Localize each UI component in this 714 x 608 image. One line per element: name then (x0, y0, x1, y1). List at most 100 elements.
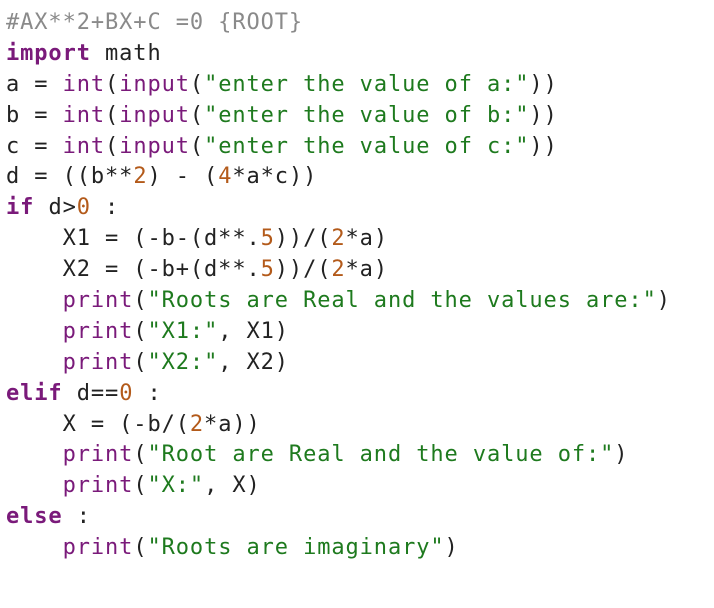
code-text-token: *a)) (204, 411, 261, 437)
comment-token: #AX**2+BX+C =0 {ROOT} (6, 10, 304, 35)
code-text-token: ( (189, 133, 205, 159)
code-text-token: *a) (345, 226, 388, 252)
string-token: "X:" (147, 473, 205, 499)
code-text-token: )) (529, 133, 558, 159)
code-text-token: d> (34, 195, 77, 221)
builtin-token: print (62, 318, 134, 344)
code-line: d = ((b**2) - (4*a*c)) (6, 162, 712, 193)
number-token: 2 (133, 164, 148, 190)
code-text-token: X2 = (-b+(d**. (6, 257, 261, 283)
code-text-token: math (90, 40, 162, 66)
code-text-token: b = (6, 102, 63, 128)
code-text-token: : (133, 380, 162, 406)
builtin-token: int (62, 102, 106, 128)
code-line: else : (6, 502, 712, 533)
code-line: if d>0 : (6, 193, 712, 224)
code-text-token (6, 473, 63, 498)
code-line: print("X:", X) (6, 471, 712, 502)
number-token: 5 (260, 257, 275, 283)
code-text-token: ( (133, 288, 148, 314)
keyword-token: if (6, 195, 35, 221)
code-text-token: , X1) (218, 318, 289, 344)
code-line: import math (6, 39, 712, 70)
code-line: print("X2:", X2) (6, 348, 712, 379)
builtin-token: print (62, 442, 134, 468)
code-line: X1 = (-b-(d**.5))/(2*a) (6, 224, 712, 255)
code-line: c = int(input("enter the value of c:")) (6, 132, 712, 163)
code-line: a = int(input("enter the value of a:")) (6, 70, 712, 101)
number-token: 2 (331, 226, 346, 252)
code-line: X = (-b/(2*a)) (6, 410, 712, 441)
code-text-token: d== (62, 380, 120, 406)
code-text-token: ( (133, 535, 148, 561)
code-text-token (6, 288, 63, 313)
string-token: "Roots are Real and the values are:" (147, 288, 657, 314)
code-text-token: ) (656, 288, 671, 314)
builtin-token: print (62, 535, 134, 561)
code-text-token: ( (133, 318, 148, 344)
string-token: "X1:" (147, 318, 219, 344)
builtin-token: input (119, 133, 190, 159)
code-text-token: , X2) (218, 349, 289, 375)
number-token: 4 (218, 164, 233, 190)
builtin-token: input (119, 71, 190, 97)
code-text-token: d = ((b** (6, 164, 134, 190)
string-token: "X2:" (147, 349, 219, 375)
keyword-token: else (6, 504, 63, 530)
code-text-token: X1 = (-b-(d**. (6, 226, 261, 252)
code-text-token: ( (105, 133, 120, 159)
code-text-token: ( (133, 442, 148, 468)
builtin-token: int (62, 71, 106, 97)
code-line: print("X1:", X1) (6, 317, 712, 348)
builtin-token: print (62, 288, 134, 314)
string-token: "enter the value of b:" (204, 102, 530, 128)
code-text-token: ) (614, 442, 629, 468)
code-text-token: ) - ( (147, 164, 219, 190)
number-token: 2 (189, 411, 205, 437)
code-text-token: ) (444, 535, 459, 561)
code-line: X2 = (-b+(d**.5))/(2*a) (6, 255, 712, 286)
string-token: "Roots are imaginary" (147, 535, 445, 561)
code-text-token (6, 442, 63, 467)
builtin-token: input (119, 102, 190, 128)
code-text-token: ( (105, 102, 120, 128)
number-token: 2 (331, 257, 346, 283)
builtin-token: print (62, 349, 134, 375)
code-text-token: , X) (204, 473, 261, 499)
number-token: 0 (76, 195, 91, 221)
code-text-token (6, 350, 63, 375)
code-line: print("Roots are Real and the values are… (6, 286, 712, 317)
number-token: 0 (119, 380, 134, 406)
code-text-token: ( (189, 102, 205, 128)
code-line: #AX**2+BX+C =0 {ROOT} (6, 8, 712, 39)
code-text-token: : (90, 195, 120, 221)
string-token: "enter the value of a:" (204, 71, 530, 97)
builtin-token: int (62, 133, 106, 159)
string-token: "enter the value of c:" (204, 133, 530, 159)
code-line: print("Roots are imaginary") (6, 533, 712, 564)
code-text-token (6, 535, 63, 560)
code-line: elif d==0 : (6, 379, 712, 410)
code-text-token: )) (529, 102, 558, 128)
code-text-token: ( (189, 71, 205, 97)
code-line: print("Root are Real and the value of:") (6, 440, 712, 471)
code-text-token: *a) (345, 257, 388, 283)
code-text-token: ))/( (274, 226, 332, 252)
string-token: "Root are Real and the value of:" (147, 442, 615, 468)
code-text-token (6, 319, 63, 344)
code-text-token: a = (6, 71, 63, 97)
code-text-token: ))/( (274, 257, 332, 283)
code-text-token: *a*c)) (232, 164, 318, 190)
code-text-token: : (62, 504, 91, 530)
code-text-token: X = (-b/( (6, 411, 190, 437)
code-text-token: )) (529, 71, 558, 97)
code-text-token: ( (133, 473, 148, 499)
keyword-token: import (6, 40, 91, 66)
code-line: b = int(input("enter the value of b:")) (6, 101, 712, 132)
keyword-token: elif (6, 380, 63, 406)
code-text-token: ( (105, 71, 120, 97)
code-text-token: ( (133, 349, 148, 375)
number-token: 5 (260, 226, 275, 252)
code-text-token: c = (6, 133, 63, 159)
